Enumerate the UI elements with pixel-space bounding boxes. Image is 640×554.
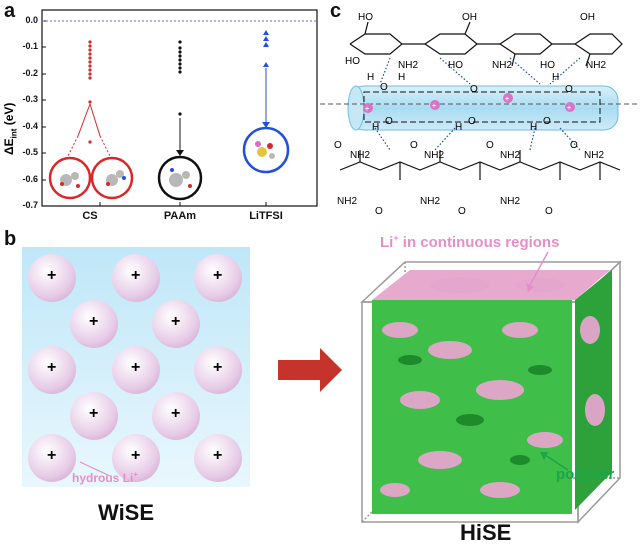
hise-label: HiSE (460, 520, 512, 545)
label-nh2-1: NH2 (398, 60, 419, 71)
hydrated-li-ion: + (28, 346, 76, 394)
amide-nh2-3: NH2 (500, 150, 521, 161)
water-h-2: H (398, 72, 406, 83)
hydrated-li-ion: + (28, 434, 76, 482)
tick-label: -0.4 (22, 121, 38, 131)
hydrated-li-ion: + (112, 434, 160, 482)
tick-label: -0.7 (22, 200, 38, 210)
panel-a-letter: a (4, 0, 16, 22)
hydrated-li-ion: + (194, 254, 242, 302)
water-h-4: H (372, 122, 380, 133)
amide-nh2-2: NH2 (424, 150, 445, 161)
hydrated-li-ion: + (152, 300, 200, 348)
amide-o-7: O (545, 206, 553, 217)
water-o-6: O (543, 116, 551, 127)
tick-label: -0.3 (22, 94, 38, 104)
amide-o-5: O (375, 206, 383, 217)
amide-nh2-5: NH2 (337, 196, 358, 207)
hydrated-li-ion: + (152, 392, 200, 440)
tick-label: -0.6 (22, 174, 38, 184)
x-category-litfsi: LiTFSI (249, 210, 283, 222)
water-o-1: O (380, 82, 388, 93)
polymer-label: polymer (556, 466, 615, 483)
label-ho-2: HO (345, 56, 360, 67)
tick-label: 0.0 (25, 15, 38, 25)
hydrated-li-ion: + (70, 392, 118, 440)
water-h-6: H (530, 122, 538, 133)
wise-label: WiSE (98, 500, 155, 525)
svg-text:+: + (365, 106, 369, 113)
hydrated-li-ion: + (70, 300, 118, 348)
amide-nh2-1: NH2 (350, 150, 371, 161)
tick-label: -0.5 (22, 147, 38, 157)
svg-text:+: + (432, 103, 436, 110)
hydrous-li-label: hydrous Li+ (72, 470, 139, 485)
hydrated-li-ion: + (194, 434, 242, 482)
svg-text:+: + (505, 96, 509, 103)
amide-o-2: O (410, 140, 418, 151)
amide-o-3: O (486, 140, 494, 151)
panel-c-letter: c (330, 0, 342, 22)
hydrated-li-ion: + (112, 346, 160, 394)
x-category-cs: CS (82, 210, 98, 222)
label-nh2-3: NH2 (586, 60, 607, 71)
amide-o-4: O (570, 140, 578, 151)
water-o-2: O (470, 84, 478, 95)
label-ho-3: HO (448, 60, 463, 71)
panel-b-letter: b (4, 228, 17, 250)
tick-label: -0.2 (22, 68, 38, 78)
hydrated-li-ion: + (194, 346, 242, 394)
water-o-3: O (565, 84, 573, 95)
hydrated-li-ion: + (28, 254, 76, 302)
amide-o-1: O (334, 140, 342, 151)
continuous-regions-label: Li+ in continuous regions (380, 233, 560, 251)
amide-nh2-4: NH2 (584, 150, 605, 161)
tick-label: -0.1 (22, 41, 38, 51)
x-category-paam: PAAm (163, 210, 197, 222)
water-o-5: O (468, 116, 476, 127)
label-oh-1: OH (462, 12, 477, 23)
plot-area-a (41, 9, 318, 207)
molecular-structure: + + + + (320, 21, 638, 180)
amide-nh2-6: NH2 (420, 196, 441, 207)
amide-o-6: O (458, 206, 466, 217)
water-h-3: H (552, 72, 560, 83)
svg-text:+: + (567, 105, 571, 112)
water-h-5: H (455, 122, 463, 133)
amide-nh2-7: NH2 (500, 196, 521, 207)
label-ho-1: HO (358, 12, 373, 23)
label-nh2-2: NH2 (492, 60, 513, 71)
water-o-4: O (385, 116, 393, 127)
label-oh-2: OH (580, 12, 595, 23)
hydrated-li-ion: + (112, 254, 160, 302)
water-h-1: H (367, 72, 375, 83)
label-ho-4: HO (540, 60, 555, 71)
